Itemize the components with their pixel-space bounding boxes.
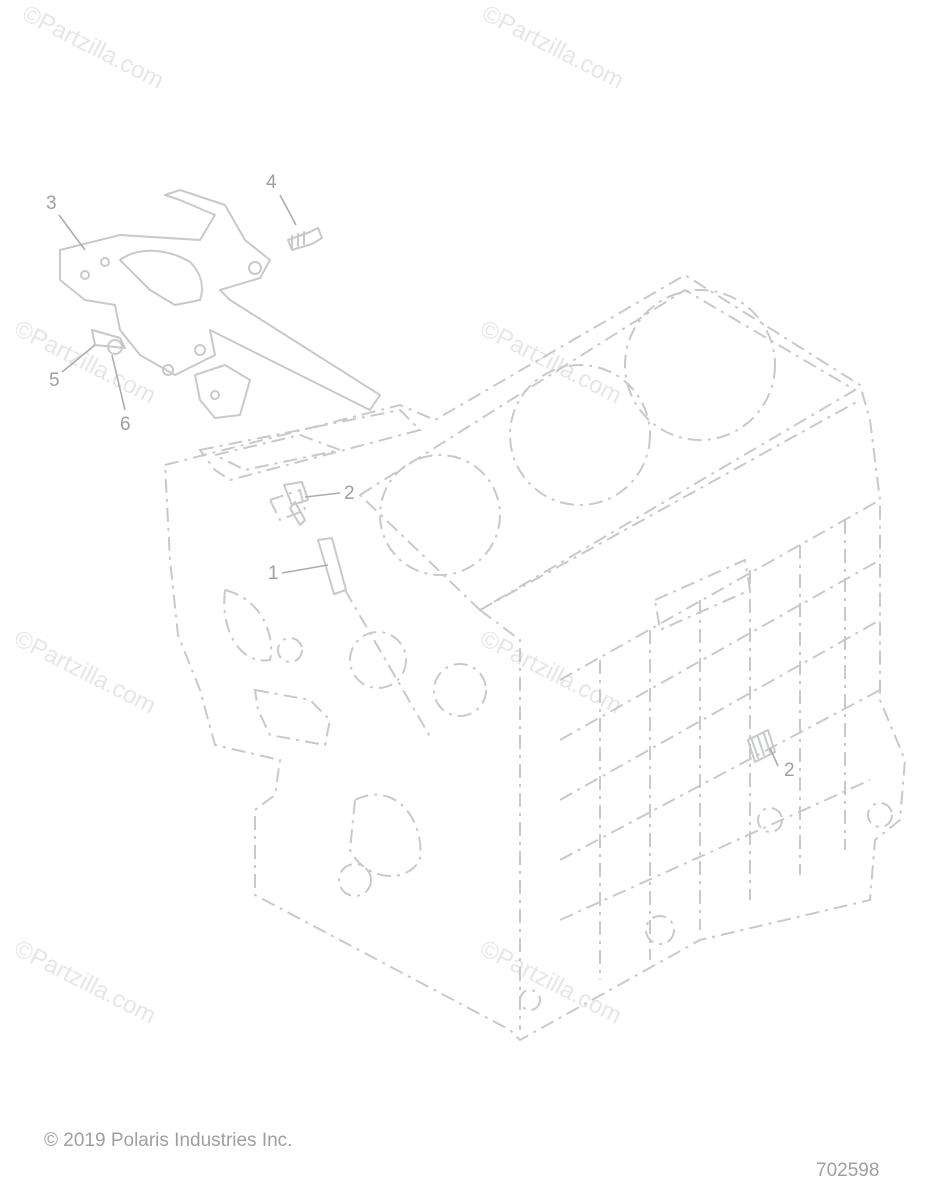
callout-5: 5 — [49, 370, 60, 391]
mounting-bracket — [59, 189, 381, 419]
callout-6: 6 — [120, 414, 131, 435]
leader-line — [769, 747, 779, 767]
bolt — [287, 227, 323, 251]
leader-line — [58, 214, 86, 251]
leader-line — [281, 564, 329, 574]
callout-2: 2 — [784, 760, 795, 781]
copyright-notice: © 2019 Polaris Industries Inc. — [44, 1130, 293, 1151]
leader-line — [304, 492, 341, 498]
leader-line — [111, 354, 126, 411]
diagram-number: 702598 — [816, 1160, 880, 1181]
leader-line — [279, 194, 297, 226]
oil-pressure-sensor — [283, 481, 309, 526]
bolt-washer — [91, 329, 126, 355]
callout-3: 3 — [46, 193, 57, 214]
callout-4: 4 — [266, 172, 277, 193]
drain-plug — [747, 729, 776, 763]
callout-1: 1 — [268, 563, 279, 584]
leader-line — [344, 589, 433, 741]
leader-line — [61, 344, 96, 373]
callout-2: 2 — [344, 483, 355, 504]
engine-block — [163, 273, 907, 1042]
